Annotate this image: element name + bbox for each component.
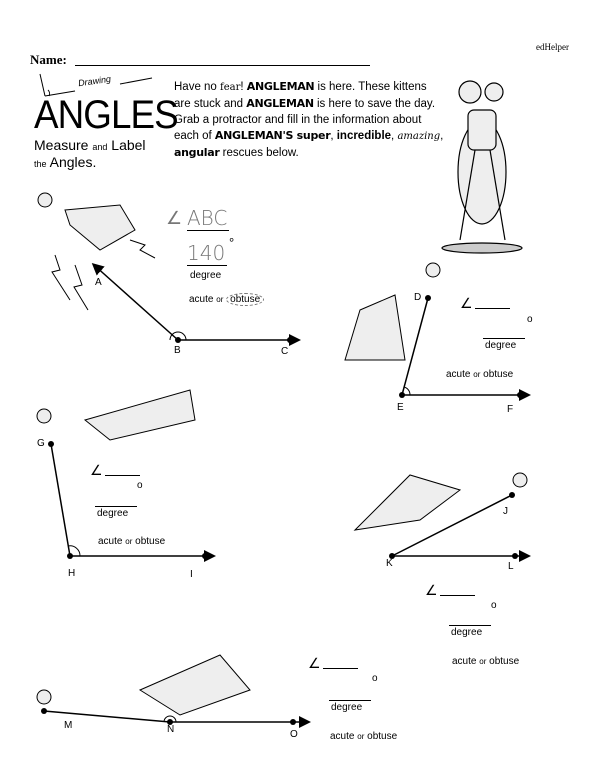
- lightning-icon: [51, 239, 156, 311]
- degree-label: degree: [190, 270, 222, 281]
- obtuse-option[interactable]: obtuse: [489, 656, 520, 667]
- angle-symbol: ∠: [460, 295, 473, 311]
- degree-label: degree: [331, 702, 363, 713]
- acute-option[interactable]: acute: [98, 536, 123, 547]
- degree-symbol: o: [491, 600, 497, 611]
- intro-text: Have no: [174, 81, 221, 93]
- acute-option[interactable]: acute: [189, 294, 214, 305]
- intro-incredible: incredible: [336, 130, 392, 142]
- intro-text: ,: [440, 130, 444, 142]
- flying-hero-1: [37, 192, 136, 251]
- point-label-g: G: [37, 438, 45, 449]
- acute-obtuse-choice-3: acute or obtuse: [98, 536, 165, 547]
- intro-text: !: [240, 81, 247, 93]
- intro-text: is here to save the day. Grab a protract…: [174, 98, 436, 142]
- subtitle-and: and: [92, 142, 108, 152]
- acute-obtuse-choice-2: acute or obtuse: [446, 369, 513, 380]
- angle-name-blank-4[interactable]: [440, 595, 475, 596]
- measure-blank-2[interactable]: [483, 338, 525, 339]
- point-label-c: C: [281, 346, 289, 357]
- angle-symbol: ∠: [425, 582, 438, 598]
- measure-blank-3[interactable]: [95, 506, 137, 507]
- example-angle-name[interactable]: ABC: [187, 206, 229, 231]
- flying-hero-4: [353, 472, 528, 531]
- or-label: or: [216, 295, 224, 304]
- degree-symbol: o: [527, 314, 533, 325]
- intro-super: super: [293, 129, 331, 142]
- angle-symbol: ∠: [166, 208, 183, 229]
- degree-label: degree: [485, 340, 517, 351]
- acute-obtuse-choice-5: acute or obtuse: [330, 731, 397, 742]
- acute-obtuse-choice-4: acute or obtuse: [452, 656, 519, 667]
- acute-obtuse-choice: acute or obtuse: [189, 293, 265, 306]
- degree-label: degree: [97, 508, 129, 519]
- measure-blank-5[interactable]: [329, 700, 371, 701]
- or-label: or: [357, 732, 365, 741]
- angle-name-blank-5[interactable]: [323, 668, 358, 669]
- superhero-illustration: [441, 80, 523, 254]
- flying-hero-5: [36, 654, 251, 716]
- angle-symbol: ∠: [308, 655, 321, 671]
- example-degree-mark: °: [229, 235, 235, 250]
- intro-text: is here. These kittens are stuck and: [174, 81, 427, 110]
- point-label-m: M: [64, 720, 73, 731]
- intro-angleman: ANGLEMAN'S: [214, 129, 294, 142]
- point-label-h: H: [68, 568, 76, 579]
- obtuse-option[interactable]: obtuse: [367, 731, 398, 742]
- point-label-a: A: [95, 277, 102, 288]
- degree-symbol: o: [137, 480, 143, 491]
- title-subtitle-2: the Angles.: [34, 154, 96, 172]
- name-label: Name:: [30, 52, 67, 67]
- title-subtitle: Measure and Label: [34, 137, 146, 155]
- intro-text: rescues below.: [219, 147, 299, 159]
- acute-option[interactable]: acute: [446, 369, 471, 380]
- degree-label: degree: [451, 627, 483, 638]
- intro-paragraph: Have no fear! ANGLEMAN is here. These ki…: [174, 79, 444, 161]
- acute-option[interactable]: acute: [330, 731, 355, 742]
- measure-blank-4[interactable]: [449, 625, 491, 626]
- point-label-d: D: [414, 292, 422, 303]
- obtuse-option[interactable]: obtuse: [135, 536, 166, 547]
- flying-hero-3: [36, 389, 196, 441]
- or-label: or: [125, 537, 133, 546]
- subtitle-measure: Measure: [34, 137, 89, 153]
- point-label-o: O: [290, 729, 298, 740]
- point-label-l: L: [508, 561, 514, 572]
- angle-symbol: ∠: [90, 462, 103, 478]
- point-label-k: K: [386, 558, 393, 569]
- subtitle-the: the: [34, 159, 47, 169]
- brand-label: edHelper: [536, 42, 569, 52]
- point-label-b: B: [174, 345, 181, 356]
- or-label: or: [473, 370, 481, 379]
- point-label-i: I: [190, 569, 193, 580]
- intro-angleman: ANGLEMAN: [246, 80, 315, 93]
- point-label-n: N: [167, 724, 175, 735]
- intro-angleman: ANGLEMAN: [246, 97, 314, 110]
- subtitle-label: Label: [111, 137, 146, 153]
- example-measure[interactable]: 140: [187, 241, 227, 266]
- angle-name-blank-2[interactable]: [475, 308, 510, 309]
- name-input-line[interactable]: [75, 65, 370, 66]
- subtitle-angles: Angles.: [49, 154, 97, 170]
- degree-symbol: o: [372, 673, 378, 684]
- intro-text: ,: [330, 130, 337, 142]
- flying-hero-2: [344, 262, 441, 361]
- acute-option[interactable]: acute: [452, 656, 477, 667]
- or-label: or: [479, 657, 487, 666]
- point-label-f: F: [507, 404, 514, 415]
- intro-amazing: amazing: [397, 131, 441, 142]
- title-angles: ANGLES: [34, 93, 179, 137]
- intro-angular: angular: [174, 146, 220, 159]
- angle-name-blank-3[interactable]: [105, 475, 140, 476]
- point-label-e: E: [397, 402, 404, 413]
- obtuse-option[interactable]: obtuse: [483, 369, 514, 380]
- obtuse-option-selected[interactable]: obtuse: [226, 293, 265, 306]
- intro-text: ,: [391, 130, 398, 142]
- intro-fear: fear: [220, 82, 241, 93]
- point-label-j: J: [503, 506, 508, 517]
